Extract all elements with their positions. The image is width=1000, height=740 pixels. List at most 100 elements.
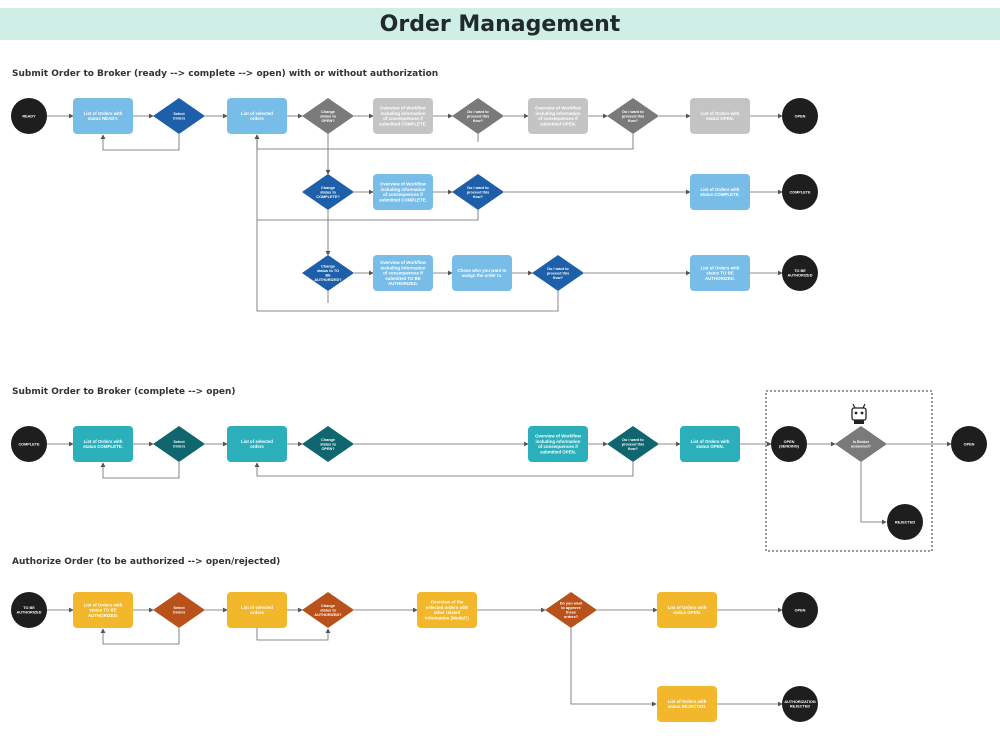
decision-diamond [607,426,659,462]
broker-subprocess-frame [765,390,933,552]
decision-diamond [532,255,584,291]
decision-diamond [835,426,887,462]
process-box [373,98,433,134]
decision-diamond [545,592,597,628]
decision-diamond [302,174,354,210]
node-s3-open: OPEN [782,592,818,628]
process-box [373,174,433,210]
process-box [528,98,588,134]
decision-diamond [302,255,354,291]
process-box [227,426,287,462]
robot-icon [851,403,867,424]
connector [570,628,657,707]
loop-connector [100,462,180,479]
decision-diamond [153,592,205,628]
process-box [452,255,512,291]
terminal-circle [782,255,818,291]
process-box [657,592,717,628]
node-label: OPEN [795,114,806,118]
decision-diamond [452,98,504,134]
process-box [73,426,133,462]
terminal-circle [11,98,47,134]
node-label: COMPLETE [18,442,40,446]
loop-connector [100,134,180,151]
process-box [373,255,433,291]
decision-diamond [302,592,354,628]
decision-diamond [607,98,659,134]
connector [860,462,887,525]
terminal-circle [11,592,47,628]
process-box [657,686,717,722]
process-box [73,98,133,134]
node-label: READY [22,114,36,118]
connectors [47,113,952,707]
node-label: COMPLETE [789,190,811,194]
terminal-circle [782,686,818,722]
page-title-bar: Order Management [0,8,1000,40]
page-title: Order Management [379,11,621,37]
loop-connector [257,210,479,221]
node-s1-open: OPEN [782,98,818,134]
terminal-circle [782,174,818,210]
process-box [417,592,477,628]
process-box [690,174,750,210]
section-title-3: Authorize Order (to be authorized --> op… [12,557,281,567]
process-box [680,426,740,462]
decision-diamond [302,426,354,462]
loop-connector [254,134,559,312]
node-s2-sending: OPEN(SENDING) [771,426,807,462]
process-box [690,98,750,134]
